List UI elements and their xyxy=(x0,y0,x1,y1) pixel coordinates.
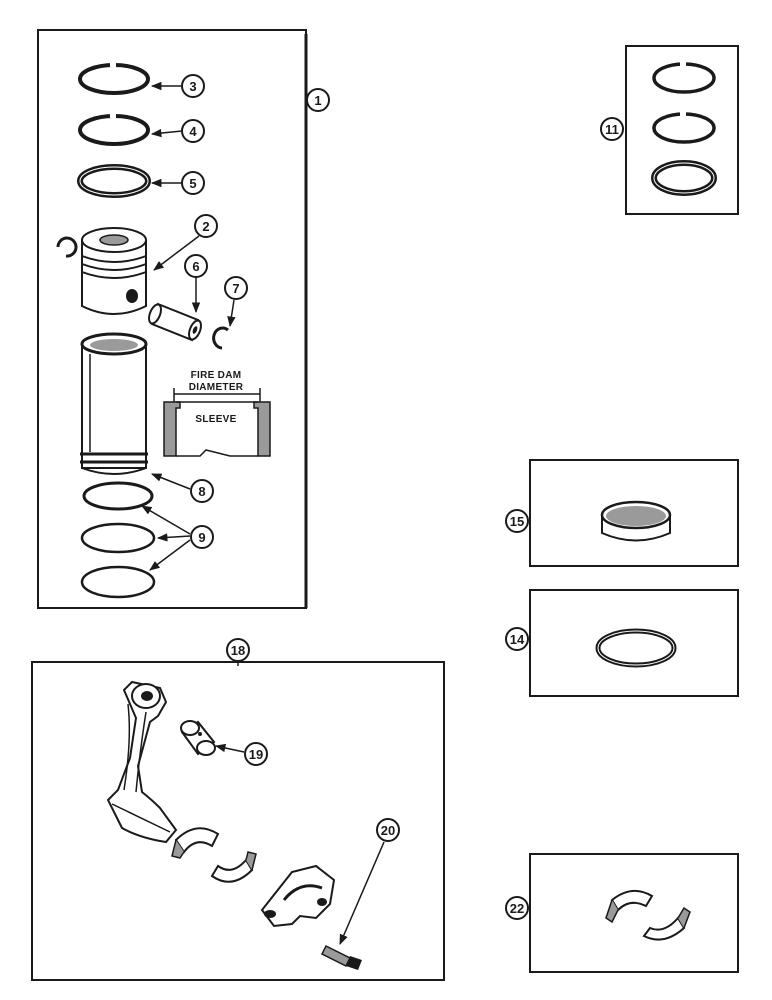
bushing-panel: 15 xyxy=(505,459,739,567)
rod-cap-icon xyxy=(260,864,336,928)
callout-19: 19 xyxy=(244,742,268,766)
piston-pin-icon xyxy=(148,302,202,342)
callout-14: 14 xyxy=(505,627,529,651)
piston-ring-icon xyxy=(652,62,716,94)
o-ring-icon xyxy=(80,565,156,599)
svg-text:4: 4 xyxy=(189,124,197,139)
o-ring-icon xyxy=(82,481,154,511)
bushing-icon xyxy=(180,720,216,756)
piston-ring-icon xyxy=(652,112,716,144)
callout-11: 11 xyxy=(600,117,624,141)
callout-5: 5 xyxy=(181,171,205,195)
bearing-shell-icon xyxy=(210,851,257,883)
svg-text:11: 11 xyxy=(605,122,619,137)
callout-20: 20 xyxy=(376,818,400,842)
svg-text:2: 2 xyxy=(202,219,209,234)
bearing-panel: 22 xyxy=(505,853,739,973)
connecting-rod-icon xyxy=(106,680,178,844)
retaining-ring-icon xyxy=(212,326,229,350)
callout-6: 6 xyxy=(184,254,208,278)
connecting-rod-panel: 18 19 xyxy=(31,638,445,981)
svg-text:18: 18 xyxy=(231,643,245,658)
svg-text:8: 8 xyxy=(198,484,205,499)
svg-text:15: 15 xyxy=(510,514,524,529)
callout-1: 1 xyxy=(306,88,330,112)
fire-dam-label: FIRE DAM xyxy=(191,370,242,381)
panel-frame xyxy=(529,853,739,973)
diameter-label: DIAMETER xyxy=(189,382,244,393)
svg-text:14: 14 xyxy=(510,632,525,647)
o-ring-icon xyxy=(595,628,677,668)
piston-ring-icon xyxy=(78,63,150,95)
svg-text:19: 19 xyxy=(249,747,263,762)
callout-22: 22 xyxy=(505,896,529,920)
bushing-icon xyxy=(600,500,672,542)
panel-frame xyxy=(625,45,739,215)
retaining-ring-icon xyxy=(56,236,78,258)
panel-frame xyxy=(529,459,739,567)
svg-text:1: 1 xyxy=(314,93,321,108)
cylinder-sleeve-icon xyxy=(80,332,148,475)
callout-2: 2 xyxy=(194,214,218,238)
callout-8: 8 xyxy=(190,479,214,503)
bearing-shell-icon xyxy=(171,827,220,859)
seal-ring-panel: 14 xyxy=(505,589,739,697)
svg-text:3: 3 xyxy=(189,79,196,94)
piston-icon xyxy=(81,227,147,315)
callout-7: 7 xyxy=(224,276,248,300)
sleeve-detail: FIRE DAM DIAMETER SLEEVE xyxy=(163,370,271,457)
panel-frame xyxy=(529,589,739,697)
callout-3: 3 xyxy=(181,74,205,98)
svg-text:7: 7 xyxy=(232,281,239,296)
o-ring-icon xyxy=(80,522,156,554)
callout-18: 18 xyxy=(226,638,250,662)
piston-ring-icon xyxy=(651,160,717,196)
callout-15: 15 xyxy=(505,509,529,533)
callout-9: 9 xyxy=(190,525,214,549)
sleeve-label: SLEEVE xyxy=(195,414,236,425)
svg-text:22: 22 xyxy=(510,901,524,916)
bearing-shell-icon xyxy=(605,889,654,924)
bolt-icon xyxy=(320,944,362,970)
svg-text:5: 5 xyxy=(189,176,196,191)
svg-text:6: 6 xyxy=(192,259,199,274)
svg-text:9: 9 xyxy=(198,530,205,545)
piston-kit-panel: FIRE DAM DIAMETER SLEEVE 1 3 xyxy=(37,29,330,609)
piston-ring-icon xyxy=(77,164,151,198)
bearing-shell-icon xyxy=(642,906,691,941)
ring-set-panel: 11 xyxy=(600,45,739,215)
piston-ring-icon xyxy=(78,114,150,146)
callout-4: 4 xyxy=(181,119,205,143)
svg-text:20: 20 xyxy=(381,823,395,838)
